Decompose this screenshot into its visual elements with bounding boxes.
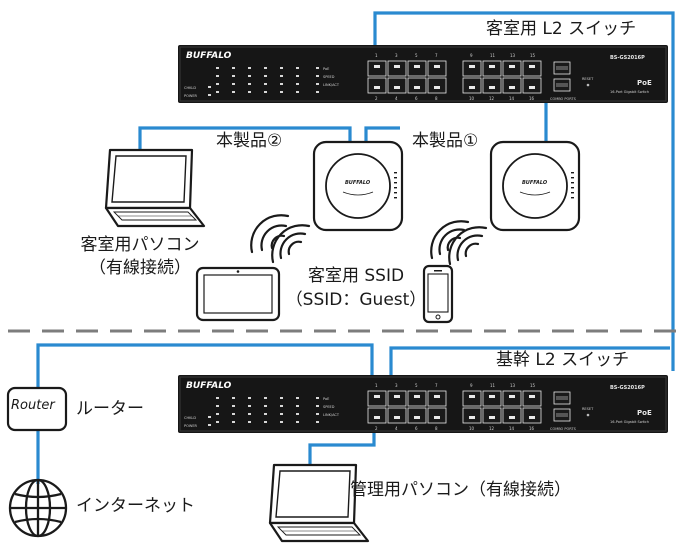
guest-switch-label: 客室用 L2 スイッチ [486, 19, 637, 39]
router-label: ルーター [76, 399, 144, 419]
smartphone-icon [422, 264, 454, 324]
wifi-waves-ap2 [250, 214, 311, 264]
guest-l2-switch [177, 44, 669, 104]
globe-icon [8, 478, 68, 538]
guest-pc-cable [138, 126, 352, 160]
ap2-cable [364, 126, 400, 145]
tablet-icon [195, 266, 281, 322]
router-cable [36, 343, 374, 392]
access-point-1 [489, 140, 581, 232]
guest-ssid-sublabel: （SSID：Guest） [285, 290, 427, 310]
guest-laptop-icon [104, 148, 206, 228]
core-l2-switch [177, 374, 669, 434]
router-box-label: Router [11, 398, 55, 413]
wifi-waves-ap1 [430, 220, 488, 266]
ap1-label: 本製品① [412, 131, 479, 151]
core-switch-label: 基幹 L2 スイッチ [496, 350, 630, 370]
guest-pc-sublabel: （有線接続） [89, 258, 191, 278]
access-point-2 [312, 140, 404, 232]
ap2-label: 本製品② [216, 131, 283, 151]
guest-pc-label: 客室用パソコン [80, 235, 200, 255]
uplink-cable-guest-to-core [373, 11, 675, 371]
guest-ssid-label: 客室用 SSID [307, 266, 405, 286]
admin-pc-label: 管理用パソコン（有線接続） [350, 480, 571, 500]
router-icon [6, 386, 68, 432]
core-uplink-cable [389, 346, 670, 386]
admin-laptop-icon [268, 463, 370, 543]
internet-label: インターネット [76, 496, 195, 516]
